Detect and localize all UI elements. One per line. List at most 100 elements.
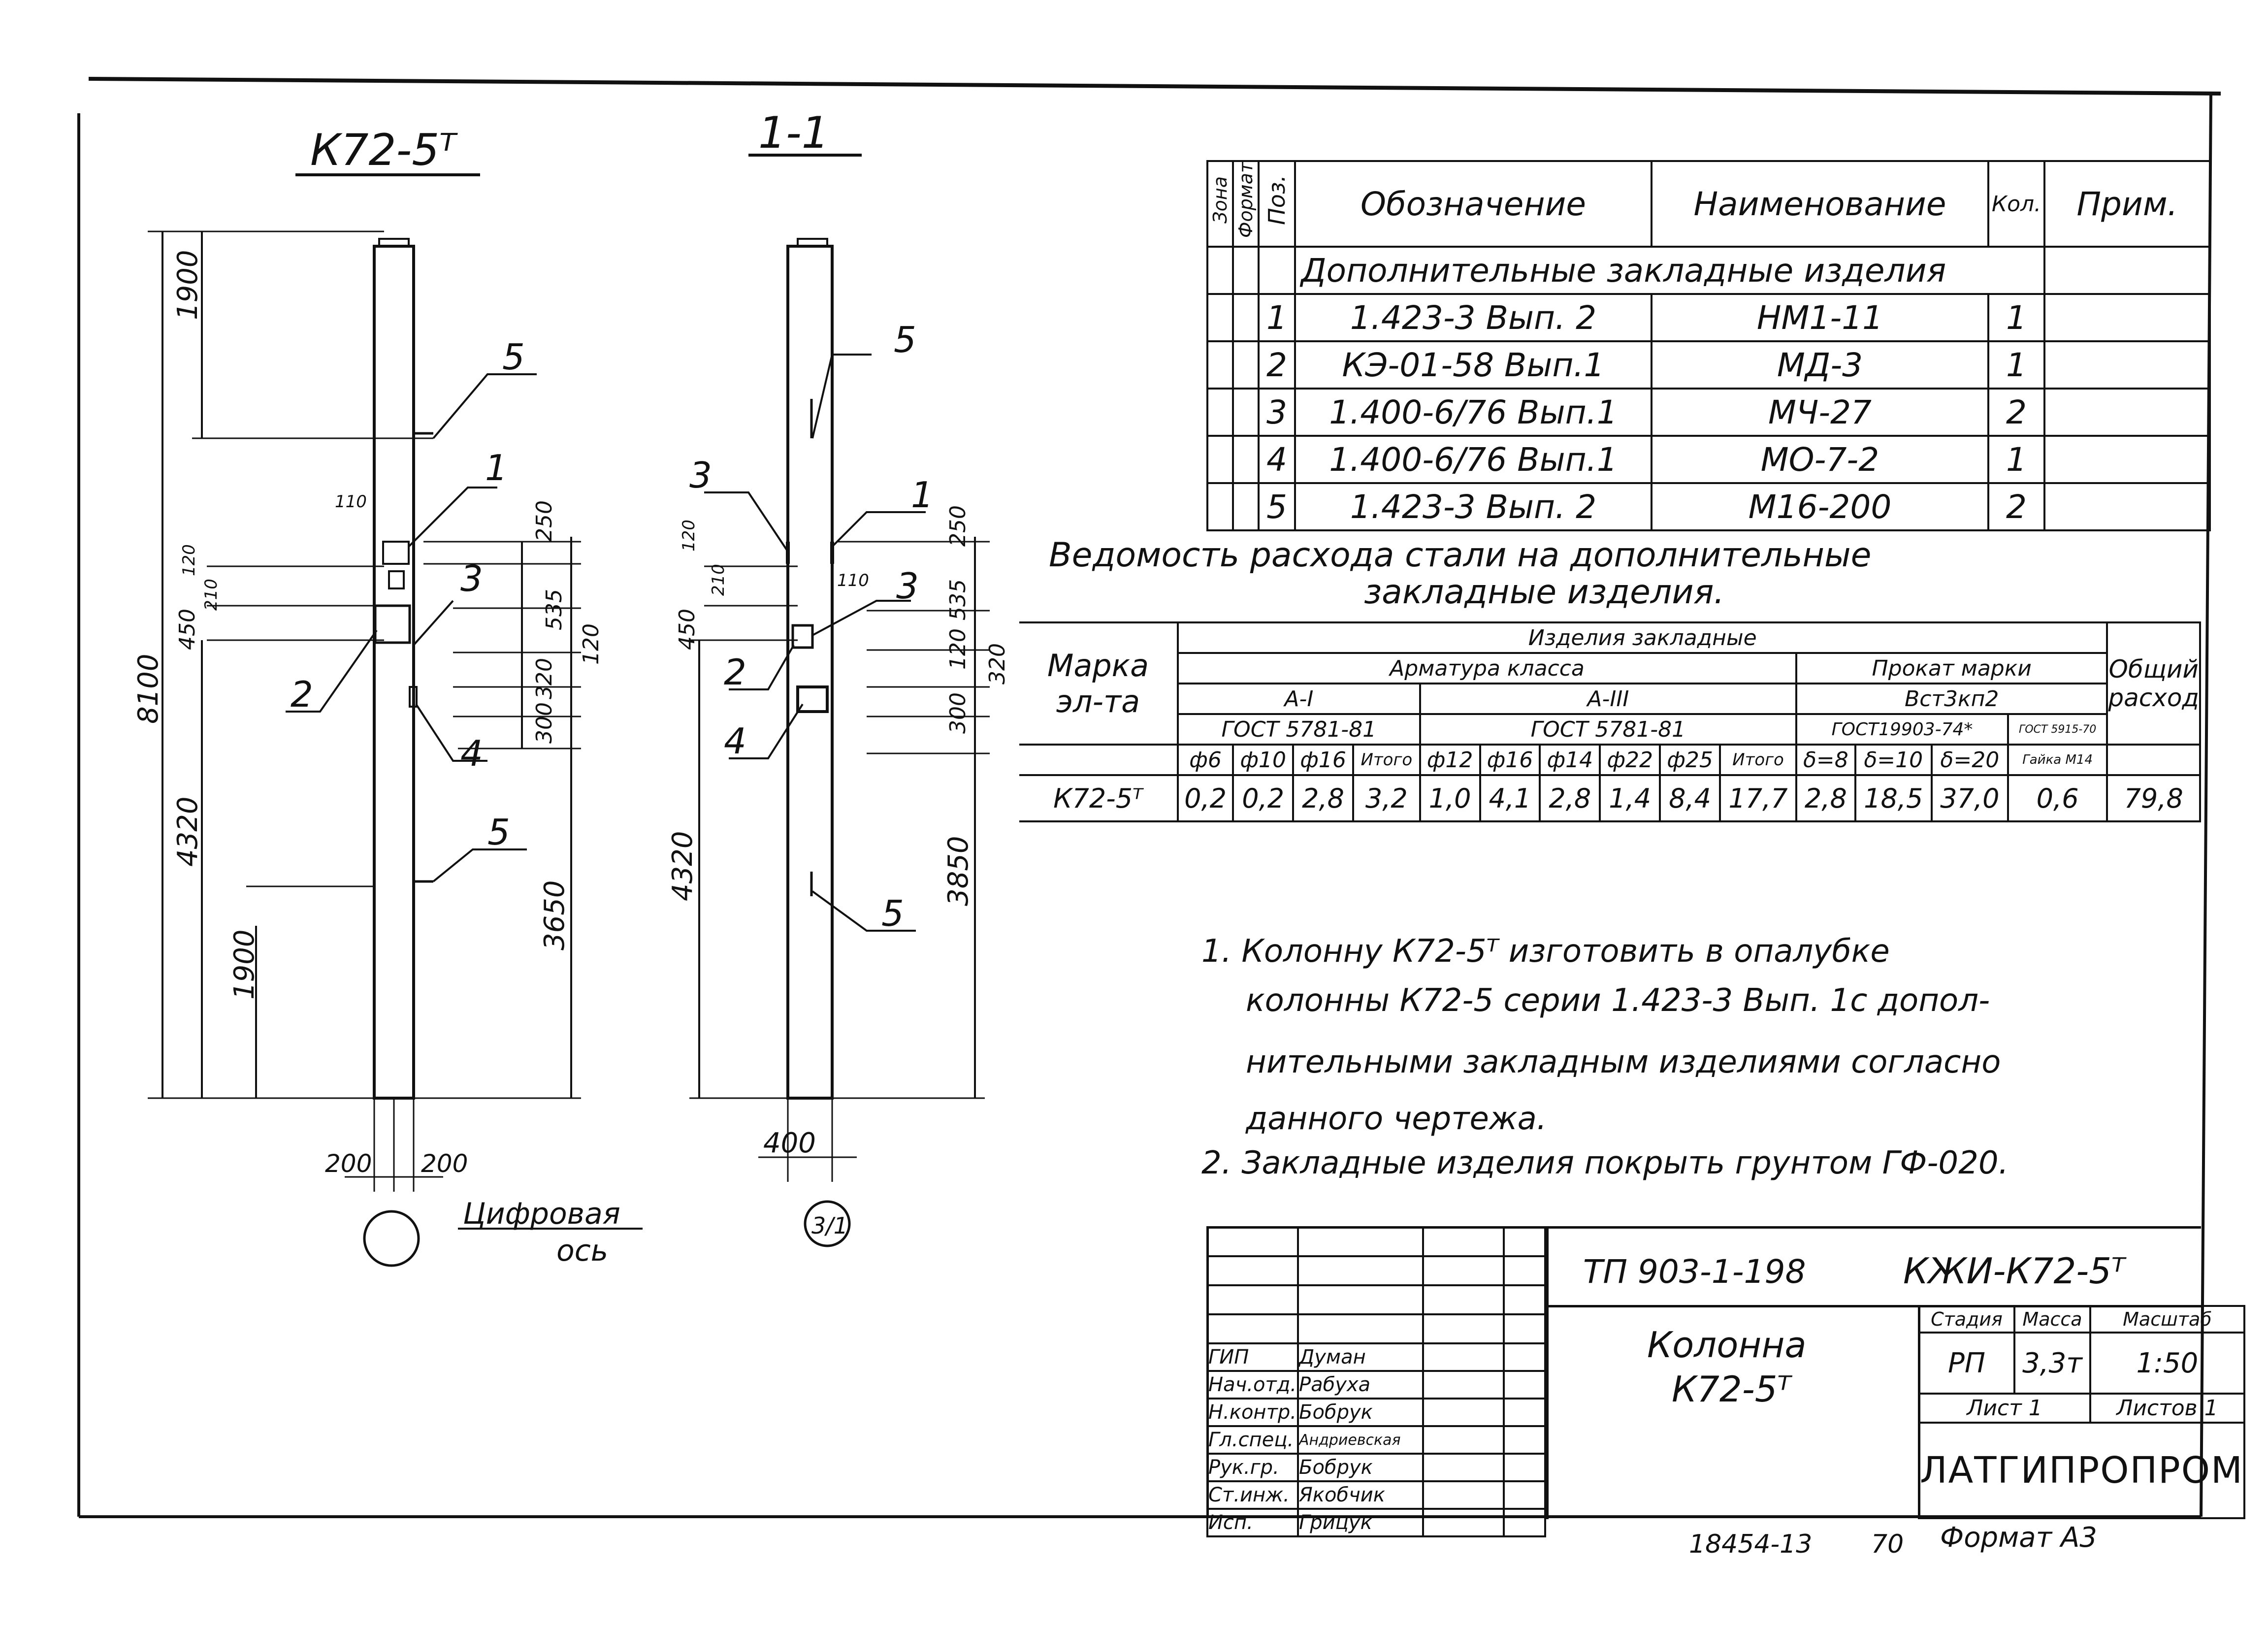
steel-col-row: ф6 ф10 ф16 Итого ф12 ф16 ф14 ф22 ф25 Ито…	[1019, 744, 2201, 776]
steel-col: ф22	[1599, 744, 1661, 776]
signature	[1422, 1453, 1505, 1482]
right-dim-4320: 4320	[667, 831, 699, 901]
table-row: Н.контр.Бобрук	[1206, 1398, 1546, 1427]
left-column-body	[373, 245, 415, 1100]
left-dim-120: 120	[179, 544, 199, 576]
right-leader-label-3-left: 3	[689, 455, 712, 496]
axis-label-line-2: ось	[556, 1234, 608, 1268]
role: Гл.спец.	[1206, 1425, 1299, 1455]
steel-col: ф14	[1539, 744, 1601, 776]
spec-section-title: Дополнительные закладные изделия	[1294, 246, 2045, 295]
table-row: 5 1.423-3 Вып. 2 М16-200 2	[1206, 482, 2211, 532]
person: Рабуха	[1297, 1370, 1424, 1400]
signature	[1422, 1370, 1505, 1400]
right-column-body	[786, 245, 834, 1100]
person: Андриевская	[1297, 1425, 1424, 1455]
spec-designation: 1.423-3 Вып. 2	[1294, 482, 1652, 532]
right-leader-4	[729, 703, 804, 759]
note-line-2: колонны К72-5 серии 1.423-3 Вып. 1с допо…	[1246, 982, 1990, 1019]
steel-value: 2,8	[1292, 774, 1354, 822]
steel-value: 0,2	[1232, 774, 1295, 822]
spec-qty: 1	[1987, 435, 2045, 485]
steel-col: ф10	[1232, 744, 1295, 776]
left-leader-label-5-bot: 5	[487, 812, 510, 853]
person: Думан	[1297, 1342, 1424, 1372]
steel-value: 3,2	[1352, 774, 1421, 822]
spec-pos: 4	[1258, 435, 1296, 485]
mass-label: Масса	[2013, 1305, 2091, 1334]
right-dim-535: 535	[945, 579, 971, 620]
left-embed-4	[409, 686, 418, 708]
frame-top	[88, 77, 2221, 96]
steel-col: ф16	[1292, 744, 1354, 776]
right-leader-label-2: 2	[724, 651, 746, 693]
right-dim-110: 110	[837, 571, 869, 590]
left-leader-label-4: 4	[460, 733, 483, 774]
stage-value: РП	[1918, 1332, 2015, 1395]
note-line-1: 1. Колонну К72-5ᵀ изготовить в опалубке	[1201, 933, 1890, 970]
spec-qty: 1	[1987, 340, 2045, 390]
left-dim-200b: 200	[421, 1149, 468, 1178]
scale-label: Масштаб	[2089, 1305, 2245, 1334]
right-view-title: 1-1	[758, 107, 829, 158]
note-line-4: данного чертежа.	[1246, 1101, 1547, 1137]
spec-header-designation: Обозначение	[1294, 160, 1652, 248]
scale-value: 1:50	[2089, 1332, 2245, 1395]
table-row: Исп.Грицук	[1206, 1508, 1546, 1537]
right-dim-120: 120	[679, 520, 699, 552]
organization-logo: ЛАТГИПРОПРОМ	[1918, 1422, 2245, 1519]
person: Якобчик	[1297, 1480, 1424, 1510]
left-leader-1	[408, 487, 497, 548]
steel-value: 37,0	[1930, 774, 2009, 822]
project-code: ТП 903-1-198	[1583, 1253, 1806, 1291]
left-dim-450: 450	[175, 609, 200, 650]
spec-name: МЧ-27	[1651, 388, 1989, 437]
spec-header-qty: Кол.	[1987, 160, 2045, 248]
inventory-number: 18454-13	[1689, 1530, 1813, 1559]
left-dim-110: 110	[335, 492, 367, 512]
steel-title-2: закладные изделия.	[1364, 573, 1724, 612]
section-mark-label: 3/1	[811, 1212, 848, 1239]
steel-col: δ=10	[1854, 744, 1933, 776]
spec-designation: 1.400-6/76 Вып.1	[1294, 435, 1652, 485]
sheets-count: Листов 1	[2089, 1393, 2245, 1424]
left-dim-250: 250	[532, 500, 557, 542]
table-row: 1 1.423-3 Вып. 2 НМ1-11 1	[1206, 293, 2211, 343]
left-dim-120b: 120	[579, 623, 604, 665]
left-dim-1900-bot: 1900	[228, 929, 260, 1000]
right-dim-400: 400	[763, 1127, 816, 1159]
steel-row-mark: К72-5ᵀ	[1019, 774, 1179, 822]
table-row: Гл.спец.Андриевская	[1206, 1425, 1546, 1455]
right-embed-4	[796, 685, 829, 713]
right-dim-450: 450	[675, 609, 700, 650]
role: Ст.инж.	[1206, 1480, 1299, 1510]
table-row: 4 1.400-6/76 Вып.1 МО-7-2 1	[1206, 435, 2211, 485]
left-leader-5-top	[432, 373, 537, 439]
left-leader-5-bot	[432, 848, 527, 882]
right-dim-300: 300	[945, 692, 971, 734]
right-leader-label-4: 4	[724, 720, 746, 762]
left-embed-1	[382, 541, 410, 565]
left-dim-320: 320	[532, 658, 557, 699]
steel-value: 17,7	[1718, 774, 1798, 822]
steel-gost-nut: ГОСТ 5915-70	[2007, 713, 2108, 746]
left-column-cap	[378, 238, 410, 248]
steel-class-a3: A-III	[1419, 683, 1798, 715]
spec-designation: КЭ-01-58 Вып.1	[1294, 340, 1652, 390]
spec-header-name: Наименование	[1651, 160, 1989, 248]
table-row: Ст.инж.Якобчик	[1206, 1480, 1546, 1510]
role: Рук.гр.	[1206, 1453, 1299, 1482]
steel-title-1: Ведомость расхода стали на дополнительны…	[1049, 536, 1872, 575]
steel-gost-rolled: ГОСТ19903-74*	[1795, 713, 2009, 746]
right-dim-3850: 3850	[942, 836, 974, 906]
signature	[1422, 1342, 1505, 1372]
table-row: Нач.отд.Рабуха	[1206, 1370, 1546, 1400]
right-leader-label-3: 3	[896, 565, 919, 607]
steel-value: 18,5	[1854, 774, 1933, 822]
table-row: К72-5ᵀ 0,2 0,2 2,8 3,2 1,0 4,1 2,8 1,4 8…	[1019, 774, 2201, 822]
spec-qty: 2	[1987, 482, 2045, 532]
person: Грицук	[1297, 1508, 1424, 1537]
left-dim-200a: 200	[325, 1149, 372, 1178]
axis-bubble	[363, 1210, 420, 1267]
